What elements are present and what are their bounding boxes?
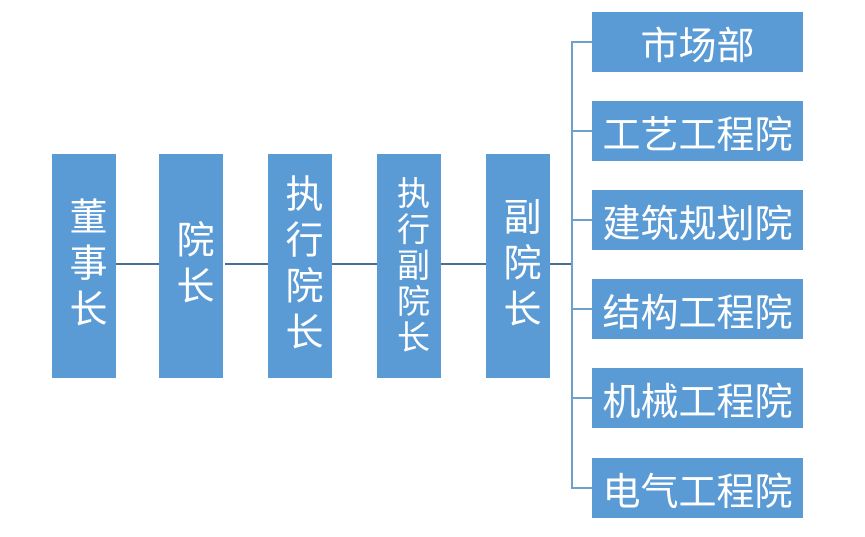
connector-executive-executive-vice xyxy=(332,263,377,265)
dept-node-architecture-planning-label: 建筑规划院 xyxy=(602,203,793,246)
connector-chairman-president xyxy=(116,263,159,265)
chain-node-chairman-label: 董事长 xyxy=(63,197,105,335)
connector-stub-architecture xyxy=(571,219,592,221)
dept-node-electrical-engineering[interactable]: 电气工程院 xyxy=(592,458,803,518)
dept-node-process-engineering[interactable]: 工艺工程院 xyxy=(592,101,803,161)
dept-node-electrical-engineering-label: 电气工程院 xyxy=(602,471,793,514)
chain-node-chairman[interactable]: 董事长 xyxy=(52,154,116,378)
dept-node-marketing-label: 市场部 xyxy=(640,25,755,68)
chain-node-executive-president[interactable]: 执行院长 xyxy=(268,154,332,378)
chain-node-executive-vice-president[interactable]: 执行副院长 xyxy=(377,154,441,378)
connector-stub-marketing xyxy=(571,41,592,43)
connector-stub-process xyxy=(571,130,592,132)
connector-executive-vice-vice xyxy=(441,263,486,265)
chain-node-vice-president-label: 副院长 xyxy=(497,197,539,335)
dept-node-architecture-planning[interactable]: 建筑规划院 xyxy=(592,190,803,250)
connector-president-executive xyxy=(225,263,268,265)
dept-node-mechanical-engineering-label: 机械工程院 xyxy=(602,381,793,424)
dept-node-process-engineering-label: 工艺工程院 xyxy=(602,114,793,157)
connector-stub-structural xyxy=(571,308,592,310)
connector-vice-president-trunk xyxy=(550,263,572,265)
chain-node-executive-vice-president-label: 执行副院长 xyxy=(391,176,428,356)
chain-node-vice-president[interactable]: 副院长 xyxy=(486,154,550,378)
dept-node-mechanical-engineering[interactable]: 机械工程院 xyxy=(592,368,803,428)
chain-node-president[interactable]: 院长 xyxy=(159,154,223,378)
dept-node-structural-engineering-label: 结构工程院 xyxy=(602,292,793,335)
chain-node-president-label: 院长 xyxy=(170,220,212,312)
chain-node-executive-president-label: 执行院长 xyxy=(279,174,321,358)
connector-stub-electrical xyxy=(571,487,592,489)
connector-trunk xyxy=(571,41,573,489)
dept-node-marketing[interactable]: 市场部 xyxy=(592,12,803,72)
connector-stub-mechanical xyxy=(571,397,592,399)
dept-node-structural-engineering[interactable]: 结构工程院 xyxy=(592,279,803,339)
